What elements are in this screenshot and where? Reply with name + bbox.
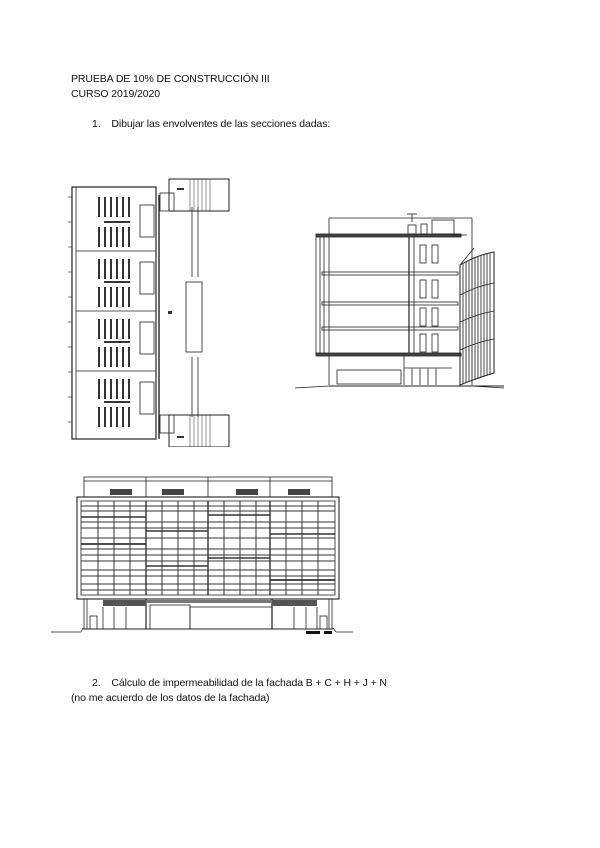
building-section-svg xyxy=(294,213,505,389)
question-2-number: 2. xyxy=(92,677,101,689)
question-2-text: Cálculo de impermeabilidad de la fachada… xyxy=(111,677,387,689)
question-1: 1. Dibujar las envolventes de las seccio… xyxy=(92,117,330,131)
floor-plan-drawing xyxy=(68,177,243,447)
course-label: CURSO 2019/2020 xyxy=(71,88,160,100)
document-title: PRUEBA DE 10% DE CONSTRUCCIÓN III xyxy=(71,73,270,85)
building-section-drawing xyxy=(292,210,507,395)
facade-elevation-svg xyxy=(51,476,353,634)
question-2: 2. Cálculo de impermeabilidad de la fach… xyxy=(92,676,387,690)
question-1-number: 1. xyxy=(92,118,101,130)
facade-elevation-drawing xyxy=(48,474,353,639)
question-1-text: Dibujar las envolventes de las secciones… xyxy=(111,118,331,130)
question-2-note: (no me acuerdo de los datos de la fachad… xyxy=(71,692,270,704)
floor-plan-svg xyxy=(68,178,230,447)
